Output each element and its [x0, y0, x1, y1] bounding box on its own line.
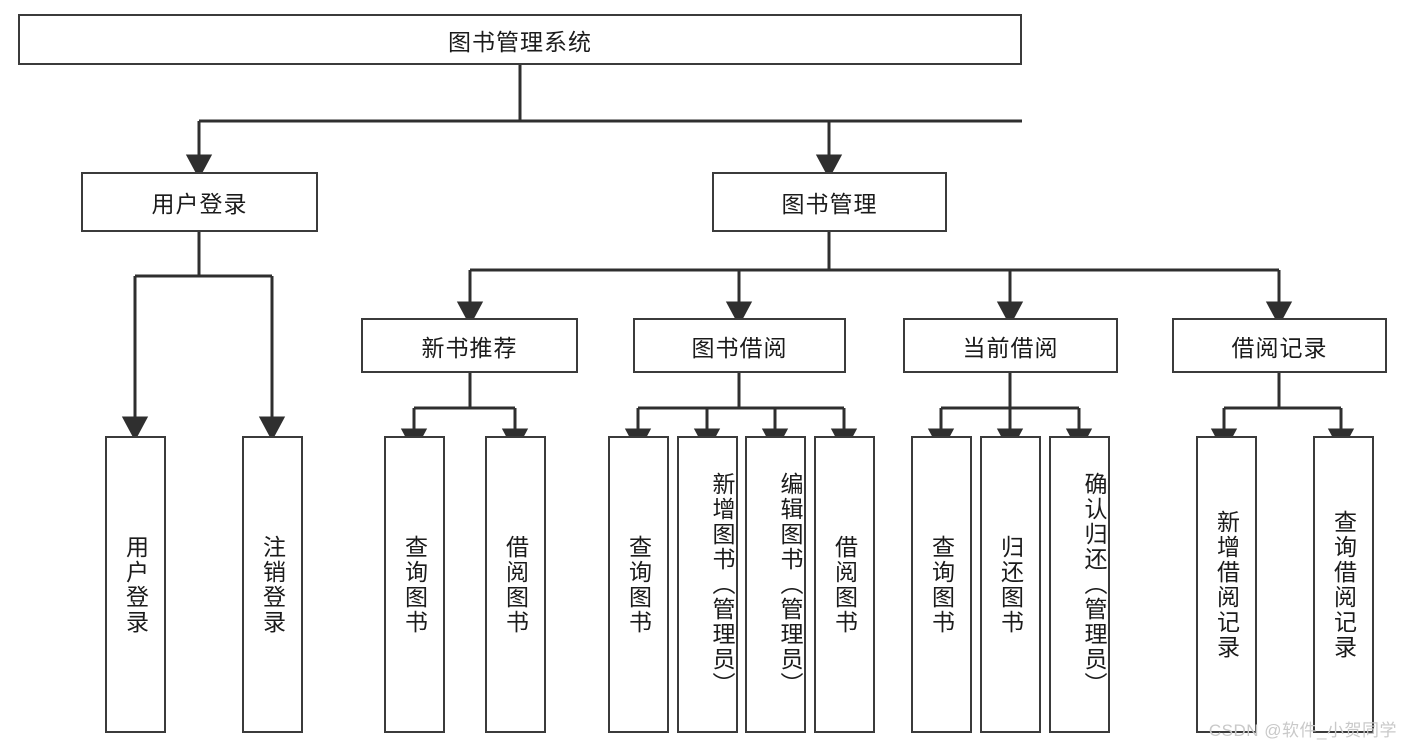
- leaf-user-login[interactable]: 用户登录: [105, 436, 166, 733]
- node-user-login[interactable]: 用户登录: [81, 172, 318, 232]
- leaf-add-book-label: 新增图书（管理员）: [709, 472, 735, 697]
- leaf-logout-login-label: 注销登录: [259, 534, 286, 635]
- node-current-borrow[interactable]: 当前借阅: [903, 318, 1118, 373]
- leaf-confirm-return-label: 确认归还（管理员）: [1081, 472, 1107, 697]
- leaf-borrow-book-1[interactable]: 借阅图书: [485, 436, 546, 733]
- node-user-login-label: 用户登录: [151, 191, 248, 217]
- leaf-query-book-2[interactable]: 查询图书: [608, 436, 669, 733]
- leaf-query-book-1[interactable]: 查询图书: [384, 436, 445, 733]
- node-book-borrow-label: 图书借阅: [691, 334, 788, 361]
- leaf-confirm-return[interactable]: 确认归还（管理员）: [1049, 436, 1110, 733]
- node-root-label: 图书管理系统: [448, 28, 592, 55]
- leaf-add-record[interactable]: 新增借阅记录: [1196, 436, 1257, 733]
- leaf-query-book-3[interactable]: 查询图书: [911, 436, 972, 733]
- leaf-query-record-label: 查询借阅记录: [1330, 509, 1357, 660]
- node-book-manage-label: 图书管理: [781, 191, 878, 217]
- node-book-manage[interactable]: 图书管理: [712, 172, 947, 232]
- leaf-user-login-label: 用户登录: [122, 534, 149, 635]
- node-borrow-record[interactable]: 借阅记录: [1172, 318, 1387, 373]
- leaf-query-book-2-label: 查询图书: [625, 534, 652, 635]
- leaf-borrow-book-1-label: 借阅图书: [502, 534, 529, 635]
- leaf-edit-book[interactable]: 编辑图书（管理员）: [745, 436, 806, 733]
- node-new-book-recommend[interactable]: 新书推荐: [361, 318, 578, 373]
- leaf-query-book-3-label: 查询图书: [928, 534, 955, 635]
- node-current-borrow-label: 当前借阅: [962, 334, 1059, 361]
- node-root[interactable]: 图书管理系统: [18, 14, 1022, 65]
- leaf-borrow-book-2-label: 借阅图书: [831, 534, 858, 635]
- node-book-borrow[interactable]: 图书借阅: [633, 318, 846, 373]
- watermark: CSDN @软件_小贺同学: [1208, 721, 1397, 740]
- leaf-logout-login[interactable]: 注销登录: [242, 436, 303, 733]
- leaf-query-book-1-label: 查询图书: [401, 534, 428, 635]
- node-borrow-record-label: 借阅记录: [1231, 334, 1328, 361]
- leaf-return-book-label: 归还图书: [997, 534, 1024, 635]
- leaf-add-record-label: 新增借阅记录: [1213, 509, 1240, 660]
- leaf-return-book[interactable]: 归还图书: [980, 436, 1041, 733]
- leaf-query-record[interactable]: 查询借阅记录: [1313, 436, 1374, 733]
- leaf-add-book[interactable]: 新增图书（管理员）: [677, 436, 738, 733]
- leaf-borrow-book-2[interactable]: 借阅图书: [814, 436, 875, 733]
- node-new-book-recommend-label: 新书推荐: [421, 334, 518, 361]
- leaf-edit-book-label: 编辑图书（管理员）: [777, 472, 803, 697]
